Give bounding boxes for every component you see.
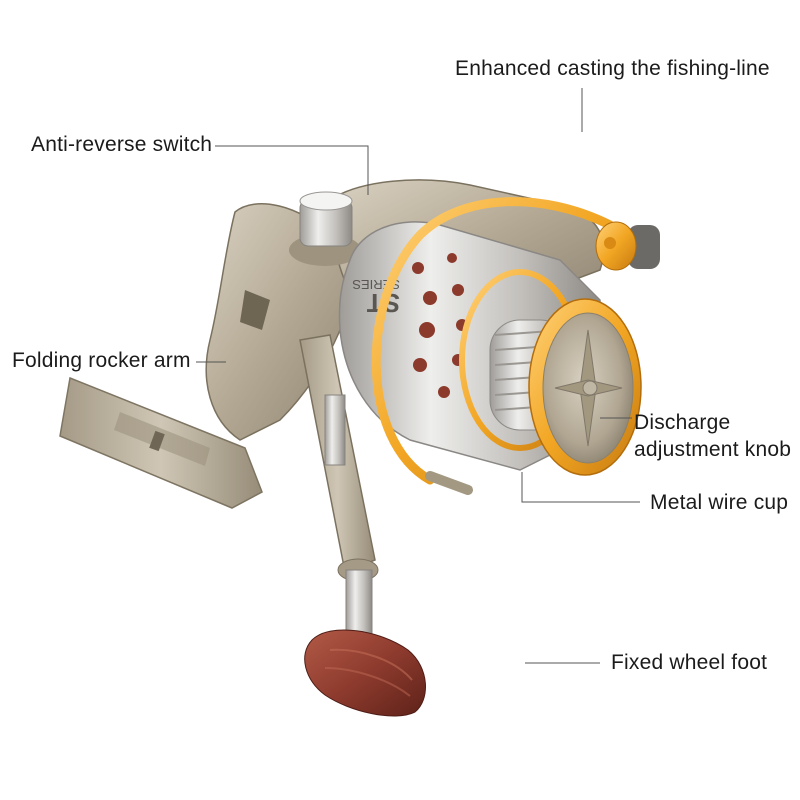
callout-discharge-line2: adjustment knob	[634, 438, 792, 461]
discharge-adjustment-knob	[542, 312, 634, 464]
callout-discharge-line1: Discharge	[634, 411, 731, 434]
rocker-arm-plate	[59, 376, 263, 509]
callout-folding-rocker-arm: Folding rocker arm	[12, 349, 191, 372]
callout-fixed-wheel-foot: Fixed wheel foot	[611, 651, 768, 674]
line-roller	[595, 221, 660, 271]
crank-arm	[299, 334, 379, 639]
anti-reverse-knob	[289, 191, 361, 266]
callout-metal-wire-cup: Metal wire cup	[650, 491, 789, 514]
callout-enhanced-casting: Enhanced casting the fishing-line	[455, 57, 770, 80]
wooden-handle-knob	[304, 629, 426, 717]
callout-anti-reverse-switch: Anti-reverse switch	[31, 133, 213, 156]
bail-wire	[371, 197, 615, 485]
